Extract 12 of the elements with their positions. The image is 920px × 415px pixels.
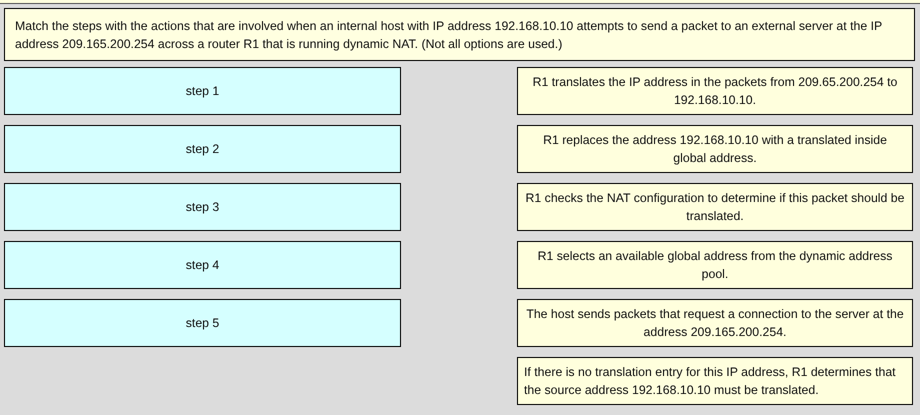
step-drop-slot: step 1 [4,67,401,115]
answer-option-card: If there is no translation entry for this IP address, R1 determines that the source address 192.168.10.10 must be translated. [517,357,913,405]
step-drop-slot: step 5 [4,299,401,347]
answer-option-card: R1 selects an available global address from the dynamic address pool. [517,241,913,289]
step-drop-slot: step 3 [4,183,401,231]
question-panel: Match the steps with the actions that are involved when an internal host with IP address 192.168.10.10 attempts to send a packet to an external server at the IP address 209.165.200.254 across a router R1 that is running dynamic NAT. (Not all options are used.) [4,8,915,61]
step-drop-slot: step 4 [4,241,401,289]
answer-option-card: R1 checks the NAT configuration to determine if this packet should be translated. [517,183,913,231]
answer-option-card: The host sends packets that request a connection to the server at the address 209.165.200.254. [517,299,913,347]
answer-option-card: R1 translates the IP address in the packets from 209.65.200.254 to 192.168.10.10. [517,67,913,115]
answer-option-card: R1 replaces the address 192.168.10.10 with a translated inside global address. [517,125,913,173]
step-drop-slot: step 2 [4,125,401,173]
